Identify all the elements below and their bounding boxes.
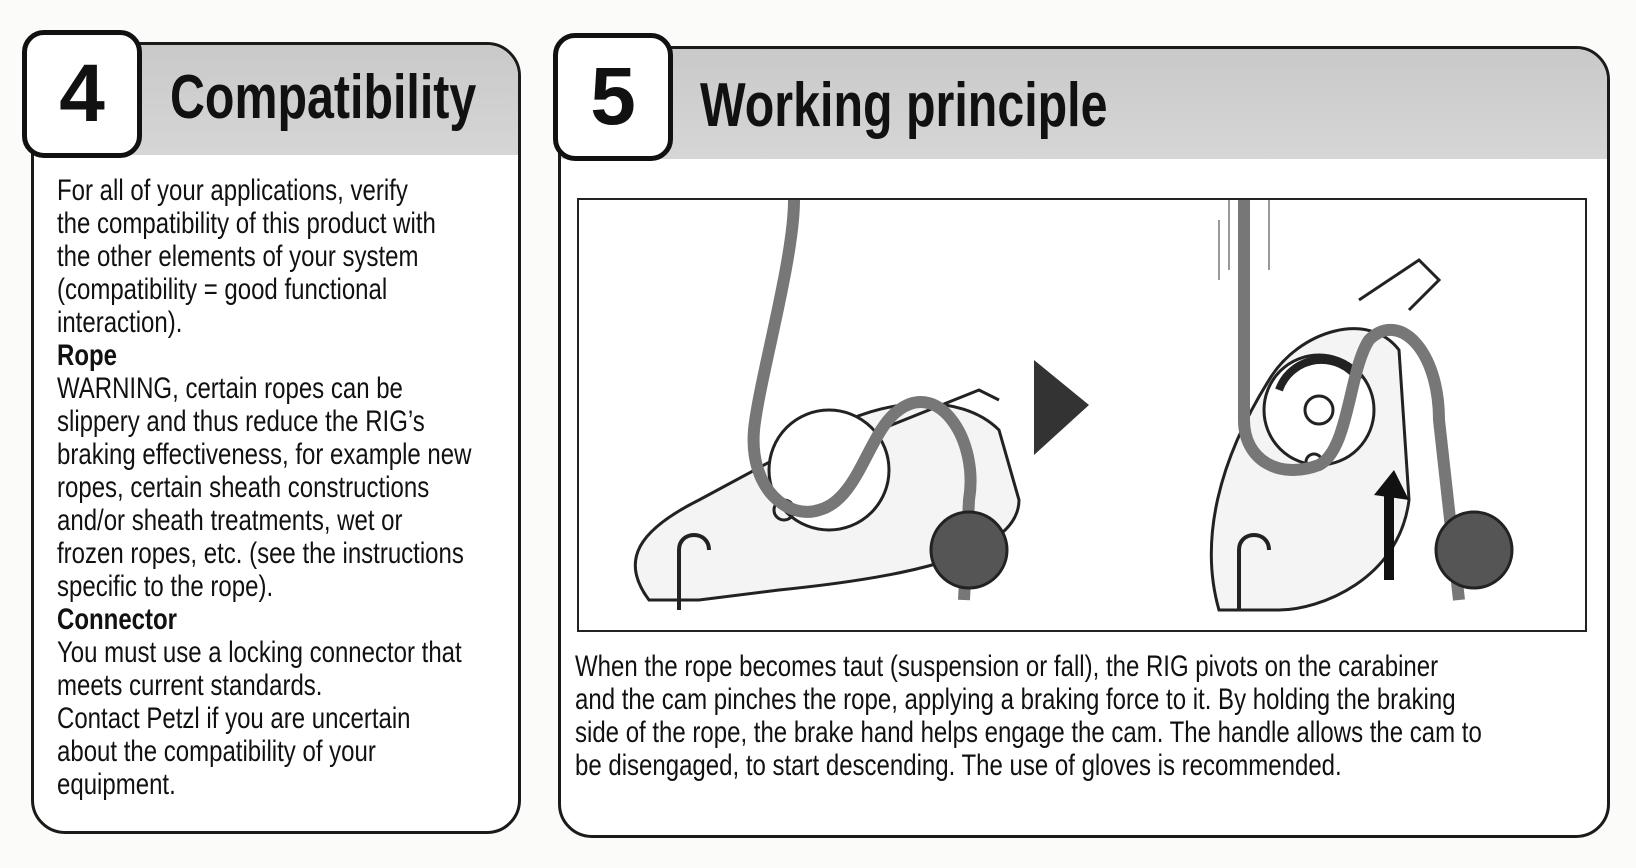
text-line: When the rope becomes taut (suspension o…	[575, 650, 1439, 683]
text-line: the other elements of your system	[57, 240, 419, 273]
compatibility-text: For all of your applications, verify the…	[57, 174, 471, 801]
working-principle-text: When the rope becomes taut (suspension o…	[575, 650, 1482, 782]
text-line: WARNING, certain ropes can be	[57, 372, 403, 405]
text-line: Contact Petzl if you are uncertain	[57, 702, 411, 735]
arrow-right-icon	[1034, 360, 1089, 455]
working-principle-illustration	[577, 198, 1587, 632]
text-line: For all of your applications, verify	[57, 174, 408, 207]
text-line: specific to the rope).	[57, 570, 274, 603]
section-title: Working principle	[700, 71, 1108, 140]
text-line: and the cam pinches the rope, applying a…	[575, 683, 1456, 716]
text-line: and/or sheath treatments, wet or	[57, 504, 403, 537]
text-line: slippery and thus reduce the RIG’s	[57, 405, 425, 438]
section-title: Compatibility	[170, 63, 477, 132]
connector-heading: Connector	[57, 603, 177, 636]
text-line: You must use a locking connector that	[57, 636, 462, 669]
text-line: be disengaged, to start descending. The …	[575, 749, 1342, 782]
brake-hand-icon	[1434, 510, 1514, 590]
brake-hand-icon	[929, 510, 1009, 590]
text-line: frozen ropes, etc. (see the instructions	[57, 537, 464, 570]
text-line: the compatibility of this product with	[57, 207, 436, 240]
rope-heading: Rope	[57, 339, 117, 372]
text-line: interaction).	[57, 306, 183, 339]
header-band	[561, 49, 1607, 159]
rope-left	[747, 199, 977, 601]
text-line: braking effectiveness, for example new	[57, 438, 472, 471]
text-line: meets current standards.	[57, 669, 323, 702]
section-number: 5	[553, 33, 673, 161]
text-line: side of the rope, the brake hand helps e…	[575, 716, 1482, 749]
text-line: equipment.	[57, 768, 176, 801]
text-line: ropes, certain sheath constructions	[57, 471, 430, 504]
text-line: (compatibility = good functional	[57, 273, 388, 306]
text-line: about the compatibility of your	[57, 735, 376, 768]
section-number: 4	[22, 30, 142, 158]
rope-right	[1238, 200, 1465, 601]
